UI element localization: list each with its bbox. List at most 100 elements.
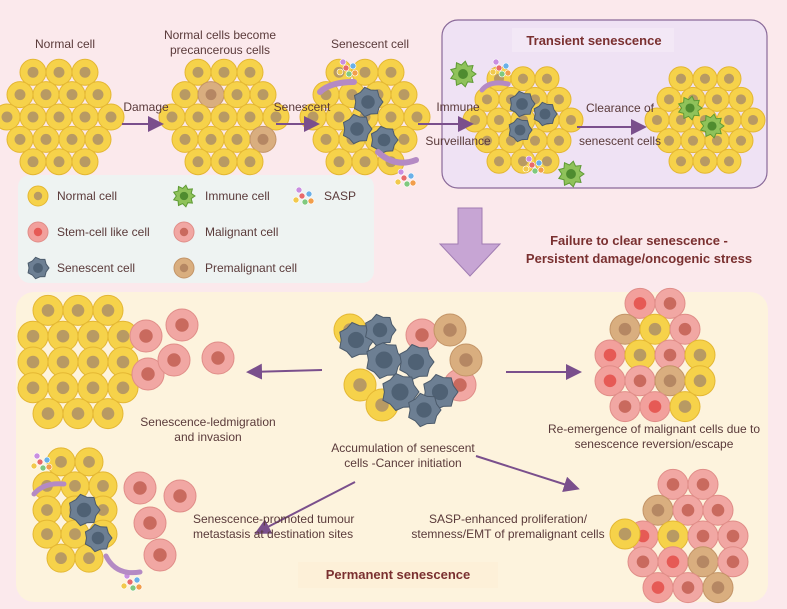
- normal-cell: [17, 372, 49, 404]
- malignant-cell: [627, 546, 659, 578]
- sasp-release-arrow: [479, 80, 511, 93]
- senescent-cell: [533, 101, 558, 127]
- normal-cell: [692, 148, 718, 174]
- normal-cell: [474, 128, 500, 154]
- normal-cell: [680, 128, 706, 154]
- normal-cell: [19, 103, 47, 131]
- normal-cell: [728, 128, 754, 154]
- label-metastasis-2: metastasis at destination sites: [193, 527, 354, 541]
- sasp-release-arrow: [317, 79, 357, 95]
- premalignant-cell: [609, 313, 641, 345]
- normal-cell: [184, 58, 212, 86]
- normal-cell: [45, 148, 73, 176]
- malignant-cell: [669, 313, 701, 345]
- normal-cell: [546, 128, 572, 154]
- failure-line-1: Failure to clear senescence -: [550, 233, 728, 248]
- label-clearance-1: Clearance of: [585, 101, 655, 115]
- normal-cell: [668, 66, 694, 92]
- premalignant-cell: [702, 572, 734, 604]
- normal-cell: [97, 103, 125, 131]
- normal-cell: [184, 103, 212, 131]
- label-senescent-cell: Senescent cell: [330, 37, 410, 51]
- normal-cell: [62, 398, 94, 430]
- normal-cell: [45, 58, 73, 86]
- normal-cell: [6, 125, 34, 153]
- normal-cell: [236, 148, 264, 176]
- normal-cell: [71, 103, 99, 131]
- sasp-icon: [292, 186, 315, 206]
- malignant-cell: [123, 471, 157, 505]
- transient-title: Transient senescence: [526, 33, 662, 48]
- immune-cell: [557, 160, 585, 188]
- normal-cell: [32, 294, 64, 326]
- normal-cell: [716, 66, 742, 92]
- normal-cell: [6, 81, 34, 109]
- label-sasp-enhanced-1: SASP-enhanced proliferation/: [428, 512, 588, 526]
- normal-cell: [32, 125, 60, 153]
- normal-cell: [74, 447, 104, 477]
- immune-cell: [677, 95, 703, 121]
- normal-cell: [77, 372, 109, 404]
- normal-cell: [107, 372, 139, 404]
- premalignant-cell: [642, 494, 674, 526]
- label-accumulation-2: cells -Cancer initiation: [344, 456, 462, 470]
- senescent-cell: [339, 321, 375, 359]
- premalignant-cell: [249, 125, 277, 153]
- normal-cell: [17, 346, 49, 378]
- normal-cell: [210, 148, 238, 176]
- normal-cell: [223, 125, 251, 153]
- normal-cell: [644, 107, 670, 133]
- stem-cell: [594, 365, 626, 397]
- sasp-icon: [489, 58, 512, 78]
- label-senescent-arrow: Senescent: [273, 100, 331, 114]
- normal-cell: [486, 148, 512, 174]
- label-reemergence-2: senescence reversion/escape: [574, 437, 734, 451]
- malignant-cell: [129, 319, 163, 353]
- normal-cell: [71, 148, 99, 176]
- normal-cell: [510, 148, 536, 174]
- normal-cell: [27, 185, 49, 207]
- sasp-icon: [394, 168, 417, 188]
- normal-cell: [343, 368, 377, 402]
- normal-cell: [210, 58, 238, 86]
- normal-cell: [210, 103, 238, 131]
- senescent-cell: [509, 90, 536, 118]
- normal-cell: [668, 148, 694, 174]
- sasp-icon: [522, 155, 545, 175]
- normal-cell: [684, 365, 716, 397]
- immune-cell: [449, 60, 477, 88]
- malignant-cell: [163, 479, 197, 513]
- premalignant-cell: [197, 81, 225, 109]
- normal-cell: [47, 346, 79, 378]
- malignant-cell: [657, 468, 689, 500]
- arrow-migration: [246, 363, 323, 380]
- label-immune: Immune: [436, 100, 480, 114]
- senescent-cell: [366, 340, 404, 380]
- normal-cell: [684, 339, 716, 371]
- legend-immune-cell: Immune cell: [205, 189, 270, 203]
- senescent-cell: [84, 523, 113, 553]
- normal-cell: [60, 519, 90, 549]
- senescent-cell: [408, 392, 442, 428]
- premalignant-cell: [687, 546, 719, 578]
- senescent-cell: [365, 313, 397, 347]
- normal-cell: [0, 103, 21, 131]
- normal-cell: [19, 58, 47, 86]
- normal-cell: [32, 81, 60, 109]
- malignant-cell: [405, 318, 439, 352]
- normal-cell: [197, 125, 225, 153]
- legend-stem-cell: Stem-cell like cell: [57, 225, 150, 239]
- legend-sasp: SASP: [324, 189, 357, 203]
- malignant-cell: [165, 308, 199, 342]
- senescent-cell: [342, 113, 373, 145]
- normal-cell: [184, 148, 212, 176]
- label-metastasis-1: Senescence-promoted tumour: [193, 512, 355, 526]
- label-accumulation-1: Accumulation of senescent: [331, 441, 475, 455]
- normal-cell: [45, 103, 73, 131]
- malignant-cell: [654, 287, 686, 319]
- normal-cell: [158, 103, 186, 131]
- legend-premalignant-cell: Premalignant cell: [205, 261, 298, 275]
- label-reemergence-1: Re-emergence of malignant cells due to: [547, 422, 761, 436]
- malignant-cell: [201, 341, 235, 375]
- normal-cell: [223, 81, 251, 109]
